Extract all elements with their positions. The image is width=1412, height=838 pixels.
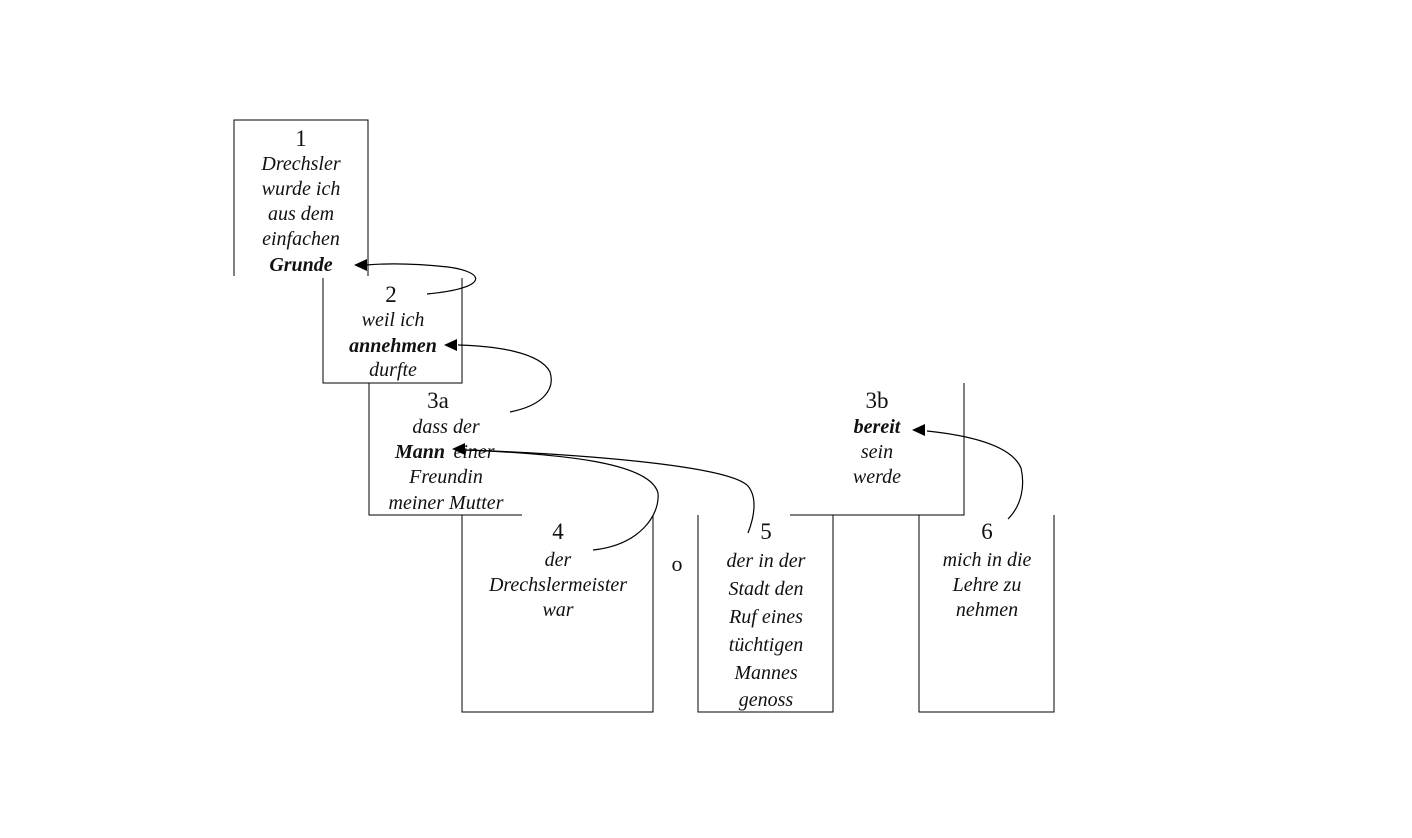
block-5-line-6: genoss: [739, 689, 794, 711]
box-outlines: [233, 119, 1055, 713]
block-2-line-3: durfte: [369, 359, 417, 381]
conjunction-label: o: [672, 551, 683, 576]
block-1: 1 Drechsler wurde ich aus dem einfachen …: [260, 126, 340, 276]
block-4-line-3: war: [542, 599, 573, 621]
arrow-3a-to-2: [444, 339, 552, 413]
block-1-line-3: aus dem: [268, 203, 334, 225]
block-2: 2 weil ich annehmen durfte: [349, 282, 437, 381]
block-2-head-word: annehmen: [349, 335, 437, 357]
block-3a-head-word: Mann: [394, 441, 445, 463]
block-6: 6 mich in die Lehre zu nehmen: [943, 519, 1032, 621]
box-5-outline: [697, 515, 834, 713]
block-5-line-3: Ruf eines: [728, 606, 803, 628]
block-2-line-1: weil ich: [362, 309, 425, 331]
arrow-6-to-3b: [912, 424, 1024, 520]
box-3b-outline: [790, 383, 965, 516]
block-1-head-word: Grunde: [269, 254, 332, 276]
block-4-number: 4: [552, 519, 564, 544]
block-4-line-2: Drechslermeister: [488, 574, 627, 596]
block-3b-number: 3b: [866, 388, 889, 413]
block-5-line-1: der in der: [727, 550, 806, 572]
box-1-outline: [233, 119, 369, 276]
block-5-line-5: Mannes: [733, 662, 798, 684]
block-3a-number: 3a: [427, 388, 449, 413]
dependency-arrows: [354, 259, 1024, 551]
arrow-4-to-3a: [452, 443, 659, 551]
block-3b: 3b bereit sein werde: [853, 388, 902, 488]
arrow-2-to-1: [354, 259, 477, 295]
block-5-line-4: tüchtigen: [729, 634, 803, 656]
block-6-line-2: Lehre zu: [952, 574, 1022, 596]
block-6-line-1: mich in die: [943, 549, 1032, 571]
block-3b-line-3: werde: [853, 466, 901, 488]
block-5-line-2: Stadt den: [729, 578, 804, 600]
block-3a-line-4: meiner Mutter: [389, 492, 504, 514]
block-1-line-1: Drechsler: [260, 153, 340, 175]
block-2-number: 2: [385, 282, 397, 307]
block-3b-line-2: sein: [861, 441, 893, 463]
block-6-number: 6: [981, 519, 993, 544]
block-3a-line-3: Freundin: [408, 466, 483, 488]
block-5-number: 5: [760, 519, 772, 544]
block-6-line-3: nehmen: [956, 599, 1018, 621]
box-6-outline: [918, 515, 1055, 713]
block-1-number: 1: [295, 126, 307, 151]
box-4-outline: [461, 515, 654, 713]
block-4: 4 der Drechslermeister war: [488, 519, 627, 621]
arrow-5-to-3a: [467, 449, 755, 534]
block-1-line-2: wurde ich: [262, 178, 341, 200]
block-1-line-4: einfachen: [262, 228, 340, 250]
block-3a-line-1: dass der: [412, 416, 479, 438]
box-3a-outline: [368, 383, 522, 516]
box-2-outline: [322, 278, 463, 384]
block-3b-head-word: bereit: [854, 416, 902, 438]
block-4-line-1: der: [545, 549, 572, 571]
block-5: 5 der in der Stadt den Ruf eines tüchtig…: [727, 519, 806, 711]
